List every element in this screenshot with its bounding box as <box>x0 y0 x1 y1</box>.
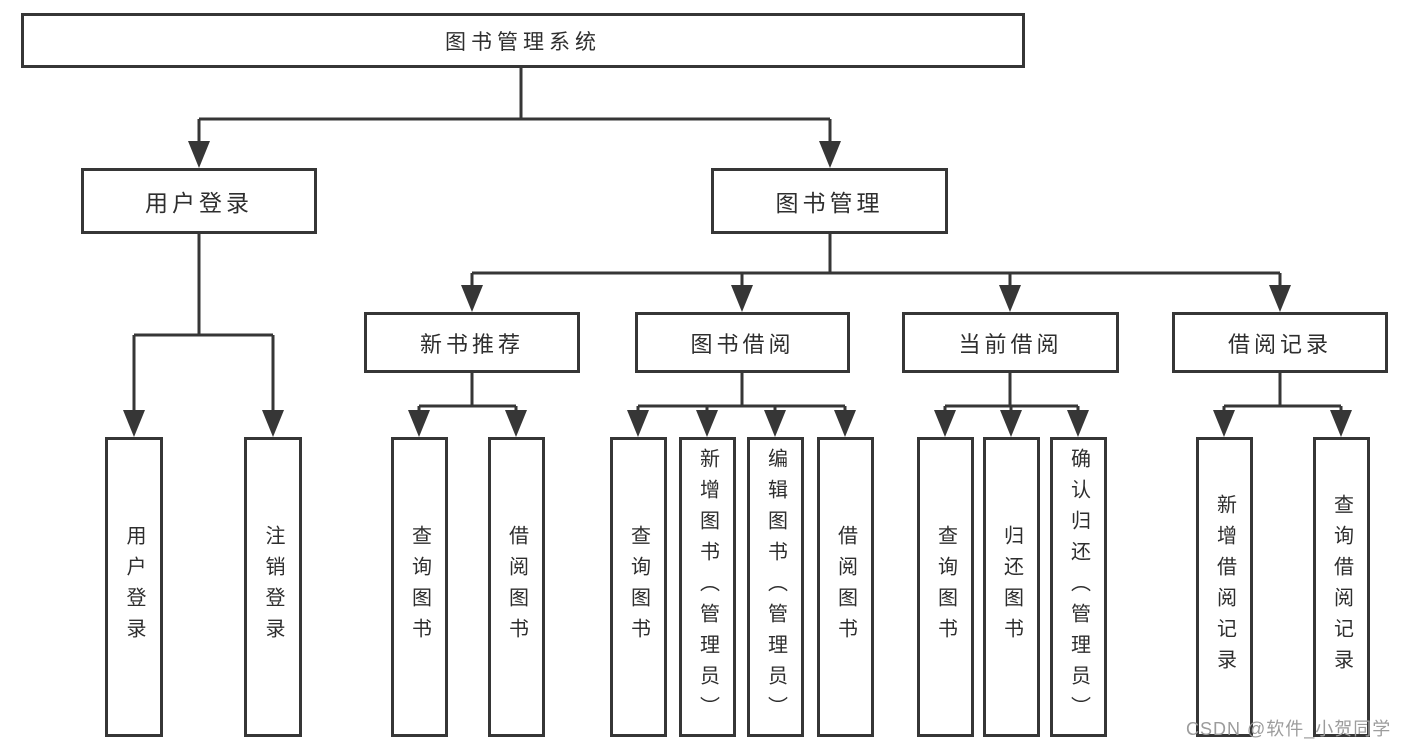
leaf-edit-books-admin: 编辑图书（管理员） <box>747 437 804 737</box>
arrow-down-icon <box>123 410 145 437</box>
leaf-add-borrow-record: 新增借阅记录 <box>1196 437 1253 737</box>
leaf-label: 新增借阅记录 <box>1213 494 1236 680</box>
leaf-label: 新增图书（管理员） <box>696 447 719 727</box>
arrow-down-icon <box>262 410 284 437</box>
leaf-query-borrow-record: 查询借阅记录 <box>1313 437 1370 737</box>
arrow-down-icon <box>834 410 856 437</box>
arrow-down-icon <box>188 141 210 168</box>
watermark: CSDN @软件_小贺同学 <box>1186 719 1392 739</box>
leaf-return-books: 归还图书 <box>983 437 1040 737</box>
leaf-borrow-books-recommend: 借阅图书 <box>488 437 545 737</box>
node-new-book-recommend: 新书推荐 <box>364 312 580 373</box>
leaf-add-books-admin: 新增图书（管理员） <box>679 437 736 737</box>
arrowhead-icons <box>123 141 1352 437</box>
arrow-down-icon <box>627 410 649 437</box>
arrow-down-icon <box>1067 410 1089 437</box>
leaf-label: 查询图书 <box>934 525 957 649</box>
leaf-label: 借阅图书 <box>505 525 528 649</box>
leaf-user-login: 用户登录 <box>105 437 163 737</box>
arrow-down-icon <box>408 410 430 437</box>
leaf-label: 注销登录 <box>262 525 284 649</box>
node-current-borrow: 当前借阅 <box>902 312 1119 373</box>
node-book-management: 图书管理 <box>711 168 948 234</box>
node-book-borrow: 图书借阅 <box>635 312 850 373</box>
leaf-label: 归还图书 <box>1000 525 1023 649</box>
arrow-down-icon <box>764 410 786 437</box>
node-library-management-system: 图书管理系统 <box>21 13 1025 68</box>
leaf-label: 借阅图书 <box>834 525 857 649</box>
node-borrow-records: 借阅记录 <box>1172 312 1388 373</box>
leaf-borrow-books: 借阅图书 <box>817 437 874 737</box>
leaf-label: 查询借阅记录 <box>1330 494 1353 680</box>
node-user-login: 用户登录 <box>81 168 317 234</box>
arrow-down-icon <box>505 410 527 437</box>
arrow-down-icon <box>461 285 483 312</box>
leaf-query-books-current: 查询图书 <box>917 437 974 737</box>
arrow-down-icon <box>819 141 841 168</box>
leaf-label: 编辑图书（管理员） <box>764 447 787 727</box>
arrow-down-icon <box>1213 410 1235 437</box>
leaf-logout: 注销登录 <box>244 437 302 737</box>
arrow-down-icon <box>1330 410 1352 437</box>
leaf-label: 用户登录 <box>123 525 145 649</box>
arrow-down-icon <box>731 285 753 312</box>
arrow-down-icon <box>1000 410 1022 437</box>
leaf-query-books-borrow: 查询图书 <box>610 437 667 737</box>
arrow-down-icon <box>696 410 718 437</box>
arrow-down-icon <box>934 410 956 437</box>
leaf-label: 查询图书 <box>627 525 650 649</box>
tree-edges <box>132 68 1343 411</box>
leaf-confirm-return-admin: 确认归还（管理员） <box>1050 437 1107 737</box>
arrow-down-icon <box>999 285 1021 312</box>
leaf-label: 查询图书 <box>408 525 431 649</box>
arrow-down-icon <box>1269 285 1291 312</box>
leaf-query-books-recommend: 查询图书 <box>391 437 448 737</box>
leaf-label: 确认归还（管理员） <box>1067 447 1090 727</box>
